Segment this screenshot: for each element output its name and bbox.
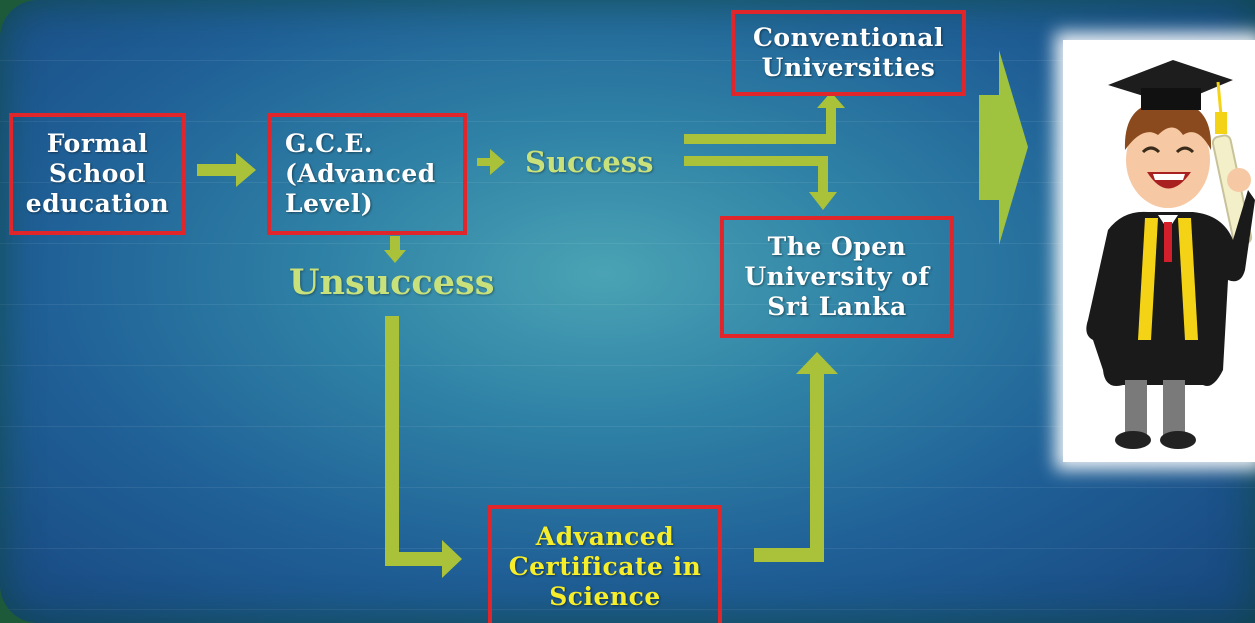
arrow-to-open-university bbox=[809, 192, 837, 210]
open-university-node: The Open University of Sri Lanka bbox=[720, 216, 954, 338]
arrow-cert-to-open bbox=[796, 352, 838, 374]
arrow-gce-to-success bbox=[477, 149, 505, 175]
arrow-formal-to-gce bbox=[197, 153, 256, 187]
arrow-to-conventional bbox=[817, 92, 845, 108]
line-success-lower bbox=[684, 156, 826, 166]
conventional-universities-node: Conventional Universities bbox=[731, 10, 966, 96]
gce-node: G.C.E. (Advanced Level) bbox=[267, 113, 467, 235]
arrow-to-certificate bbox=[442, 540, 462, 578]
line-unsuccess-down bbox=[385, 316, 399, 566]
advanced-certificate-node: Advanced Certificate in Science bbox=[488, 505, 722, 623]
line-cert-up bbox=[810, 370, 824, 562]
line-down-stem bbox=[818, 156, 828, 194]
line-cert-across bbox=[754, 548, 824, 562]
line-up-stem bbox=[826, 108, 836, 144]
unsuccess-label: Unsuccess bbox=[289, 262, 495, 303]
arrow-gce-down bbox=[384, 236, 406, 263]
graduate-icon bbox=[1086, 60, 1255, 449]
formal-school-node: Formal School education bbox=[9, 113, 186, 235]
graduate-image bbox=[1063, 40, 1255, 462]
line-unsuccess-across bbox=[385, 552, 447, 566]
success-label: Success bbox=[525, 145, 654, 179]
line-success-upper bbox=[684, 134, 836, 144]
arrow-to-graduate bbox=[979, 50, 1028, 245]
